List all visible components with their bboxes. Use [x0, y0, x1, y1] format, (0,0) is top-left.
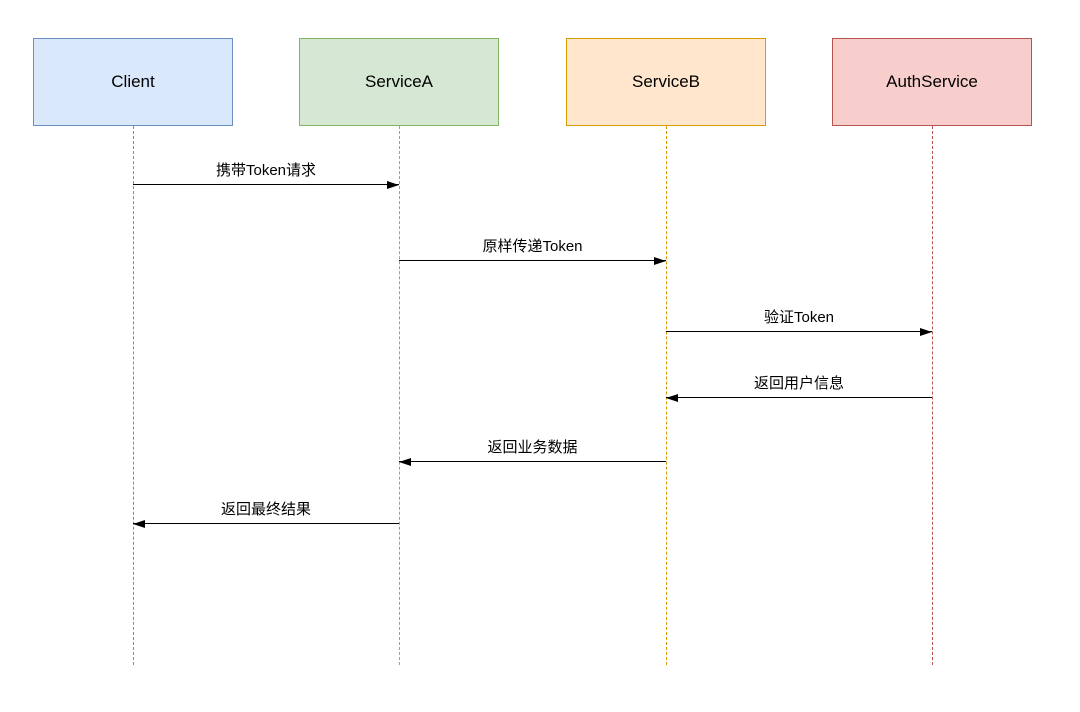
- message-5-arrow: [399, 457, 666, 466]
- message-2-label: 原样传递Token: [482, 238, 583, 255]
- message-5-label: 返回业务数据: [487, 439, 578, 456]
- message-1-arrow: [133, 180, 399, 189]
- participant-box-servicea: ServiceA: [299, 38, 499, 126]
- arrowhead-right-icon: [920, 327, 932, 336]
- arrowhead-left-icon: [666, 393, 678, 402]
- message-3-label: 验证Token: [763, 309, 835, 326]
- message-1: 携带Token请求: [133, 160, 399, 189]
- message-2-arrow: [399, 256, 666, 265]
- message-6-arrow: [133, 519, 399, 528]
- arrowhead-left-icon: [133, 519, 145, 528]
- message-5: 返回业务数据: [399, 437, 666, 466]
- lifeline-client: [133, 126, 134, 665]
- participant-label-client: Client: [111, 72, 155, 91]
- message-3: 验证Token: [666, 307, 932, 336]
- lifeline-servicea: [399, 126, 400, 665]
- participant-box-client: Client: [33, 38, 233, 126]
- message-4-label: 返回用户信息: [753, 375, 844, 392]
- message-2: 原样传递Token: [399, 236, 666, 265]
- message-4-arrow: [666, 393, 932, 402]
- message-1-label: 携带Token请求: [215, 162, 317, 179]
- arrowhead-right-icon: [387, 180, 399, 189]
- message-6-label: 返回最终结果: [220, 501, 311, 518]
- participant-box-serviceb: ServiceB: [566, 38, 766, 126]
- message-6: 返回最终结果: [133, 499, 399, 528]
- participant-box-authservice: AuthService: [832, 38, 1032, 126]
- lifeline-authservice: [932, 126, 933, 665]
- arrowhead-left-icon: [399, 457, 411, 466]
- participant-label-authservice: AuthService: [886, 72, 978, 91]
- arrowhead-right-icon: [654, 256, 666, 265]
- participant-label-servicea: ServiceA: [364, 72, 434, 91]
- message-4: 返回用户信息: [666, 373, 932, 402]
- message-3-arrow: [666, 327, 932, 336]
- participant-label-serviceb: ServiceB: [631, 72, 701, 91]
